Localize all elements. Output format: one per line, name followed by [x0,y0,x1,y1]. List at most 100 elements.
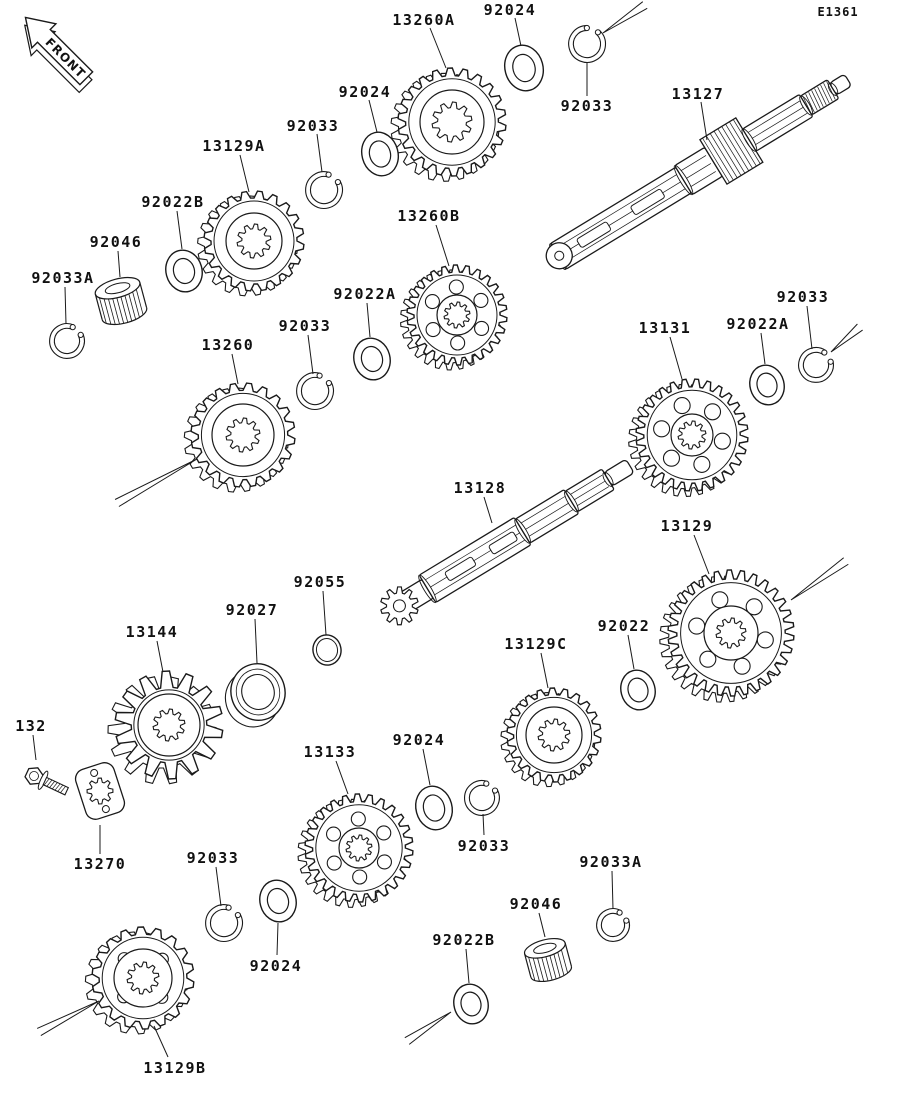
part-label-13129b-31: 13129B [143,1059,206,1077]
part-132-22 [24,767,70,796]
leader-line-13127-3 [700,101,708,141]
part-92027-20 [224,663,286,728]
part-label-13127-3: 13127 [672,85,725,103]
pointer-arrow-5 [404,1011,452,1045]
leader-line-13129b-31 [153,1025,169,1058]
front-arrow: FRONT [23,16,94,94]
leader-line-13131-14 [669,336,683,380]
part-label-92022a-15: 92022A [726,315,789,333]
front-arrow-body [24,16,94,86]
part-label-92033-28: 92033 [458,837,511,855]
part-92033-12 [296,372,334,410]
part-label-13260a-0: 13260A [392,11,455,29]
part-13144-21 [107,670,224,785]
part-label-92033-16: 92033 [777,288,830,306]
leader-line-92024-30 [276,922,279,956]
leader-line-13260a-0 [429,27,447,69]
part-92022b-7 [165,249,203,293]
part-label-92033a-34: 92033A [579,853,642,871]
leader-line-92046-33 [538,912,546,938]
part-label-92022-25: 92022 [598,617,651,635]
part-label-92046-8: 92046 [90,233,143,251]
leader-line-13129-18 [693,534,710,575]
leader-line-92033-5 [316,133,323,173]
part-13127-3 [545,74,851,270]
part-13128-17 [380,460,634,626]
part-13129b-31 [84,926,195,1035]
leader-line-92033-16 [806,305,813,350]
labels-layer: 13260A 92024 92033 13127 92024 92033 13129A 920… [15,1,863,1077]
part-label-92046-33: 92046 [510,895,563,913]
part-label-13260-13: 13260 [202,336,255,354]
part-92033-29 [205,904,243,942]
part-92033a-9 [49,323,85,359]
part-label-13128-17: 13128 [454,479,507,497]
part-92033-2 [568,24,607,63]
leader-line-92033-12 [307,334,314,375]
leader-line-13129c-24 [540,652,549,689]
part-92024-30 [259,879,297,923]
leader-line-92033a-34 [611,870,614,910]
leader-line-92033a-9 [64,286,67,325]
part-92024-4 [361,131,399,177]
part-label-92022a-11: 92022A [333,285,396,303]
leader-line-13144-21 [156,640,164,673]
pointer-arrow-2 [790,557,849,601]
part-label-92024-27: 92024 [393,731,446,749]
leader-line-92024-1 [514,17,522,47]
part-13131-14 [628,378,749,497]
part-label-92033-29: 92033 [187,849,240,867]
leader-line-92024-4 [368,99,378,133]
part-label-92027-20: 92027 [226,601,279,619]
part-13133-26 [297,793,414,908]
part-label-92055-19: 92055 [294,573,347,591]
leader-line-92022b-7 [176,210,183,250]
part-92055-19 [312,634,342,666]
leader-line-13260-13 [231,353,239,385]
part-label-13129c-24: 13129C [504,635,567,653]
leader-line-13260b-10 [435,224,450,267]
part-label-92033a-9: 92033A [31,269,94,287]
part-label-13270-23: 13270 [74,855,127,873]
leader-line-92022a-11 [366,302,371,338]
leader-line-92022a-15 [760,332,766,365]
part-label-92024-1: 92024 [484,1,537,19]
part-label-92033-12: 92033 [279,317,332,335]
part-92022-25 [620,669,656,711]
part-92024-1 [504,44,544,92]
leader-line-92027-20 [254,618,258,664]
part-92033-28 [464,780,500,816]
static-layer: E1361 FRONT [23,5,858,94]
part-13129c-24 [500,687,602,788]
part-label-13129-18: 13129 [661,517,714,535]
part-label-13260b-10: 13260B [397,207,460,225]
part-label-13131-14: 13131 [639,319,692,337]
leader-line-92022-25 [627,634,635,670]
part-92033a-34 [596,908,630,942]
leader-line-13128-17 [483,496,493,524]
leader-line-92046-8 [117,250,121,278]
leader-line-92033-28 [482,813,485,836]
part-92022b-32 [453,983,489,1025]
part-label-132-22: 132 [15,717,47,735]
part-label-13144-21: 13144 [126,623,179,641]
part-92024-27 [415,785,453,831]
part-label-13129a-6: 13129A [202,137,265,155]
leader-line-92022b-32 [465,948,470,984]
leader-line-92055-19 [322,590,327,636]
part-13260a-0 [390,67,507,182]
part-92046-33 [523,937,573,983]
pointer-arrow-1 [830,323,863,353]
part-92033-16 [798,347,834,383]
leader-line-13133-26 [335,760,349,795]
part-13260b-10 [400,264,508,371]
part-label-92024-30: 92024 [250,957,303,975]
part-92022a-15 [749,364,785,406]
pointer-arrow-0 [602,1,648,34]
leader-line-132-22 [32,734,37,761]
parts-layer [24,24,851,1035]
part-13129-18 [659,569,795,703]
part-13270-23 [74,762,126,820]
part-label-92022b-7: 92022B [141,193,204,211]
